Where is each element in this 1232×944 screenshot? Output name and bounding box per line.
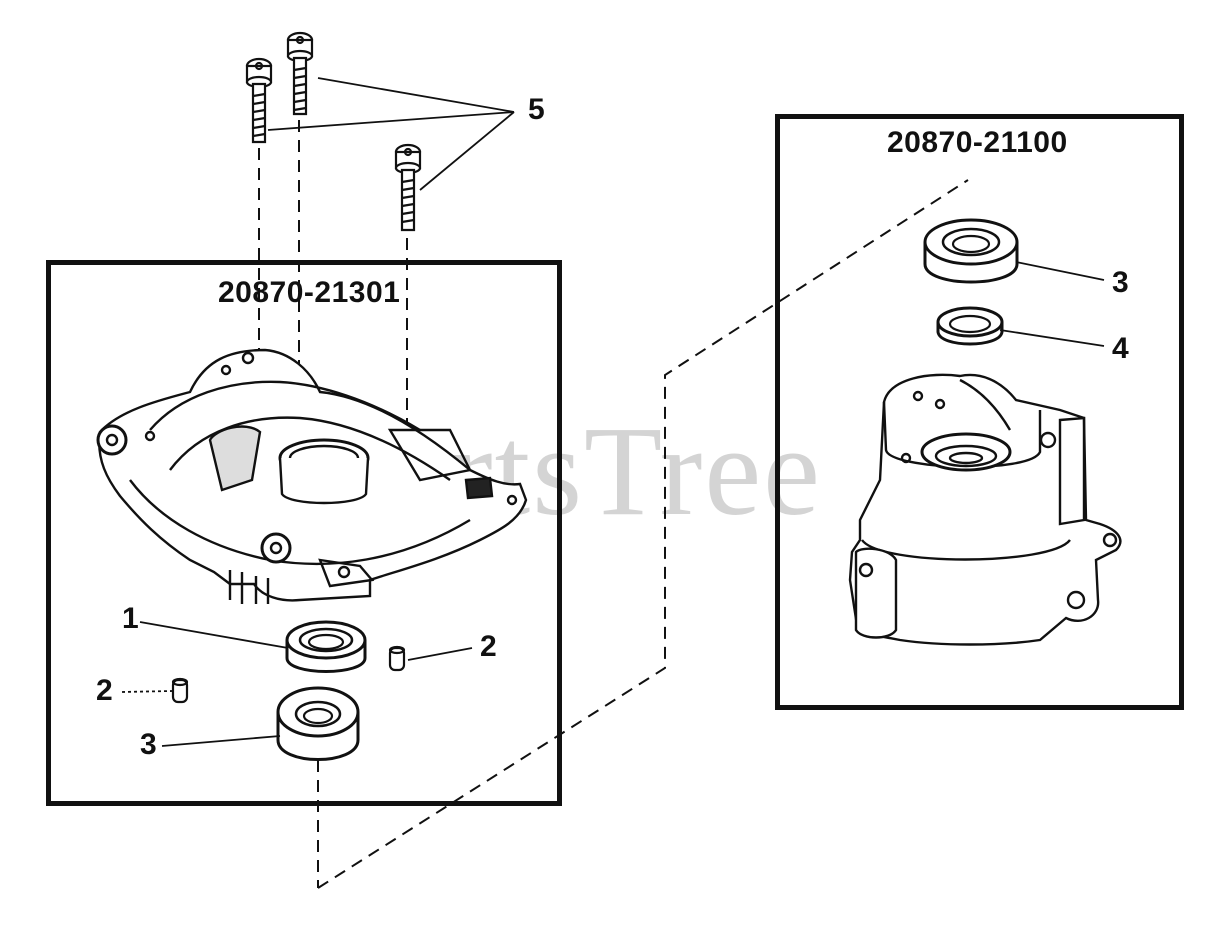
leader-lines-right	[999, 261, 1105, 347]
leader-lines-left	[121, 621, 473, 747]
bolt-2	[286, 31, 314, 116]
callout-3-right: 3	[1112, 266, 1129, 299]
callout-3-left: 3	[140, 728, 157, 761]
housing-right	[848, 373, 1122, 646]
callout-2-left: 2	[96, 674, 113, 707]
assembly-box-left	[46, 260, 562, 806]
callout-1: 1	[122, 602, 139, 635]
bearing-right	[923, 218, 1019, 284]
bearing-left-top	[285, 620, 367, 673]
part-number-right: 20870-21100	[887, 126, 1068, 159]
dowel-pin-left	[171, 677, 189, 704]
callout-5: 5	[528, 93, 545, 126]
bolt-1	[245, 57, 273, 144]
part-number-left: 20870-21301	[218, 276, 401, 309]
assembly-box-right	[775, 114, 1184, 710]
bearing-left-bottom	[276, 686, 360, 761]
dowel-pin-right	[388, 645, 406, 672]
callout-2-right: 2	[480, 630, 497, 663]
leader-lines-5	[267, 77, 515, 191]
bolt-3	[394, 143, 422, 232]
crankcase-housing-left	[96, 348, 528, 604]
callout-4: 4	[1112, 332, 1129, 365]
seal-right	[936, 306, 1004, 346]
